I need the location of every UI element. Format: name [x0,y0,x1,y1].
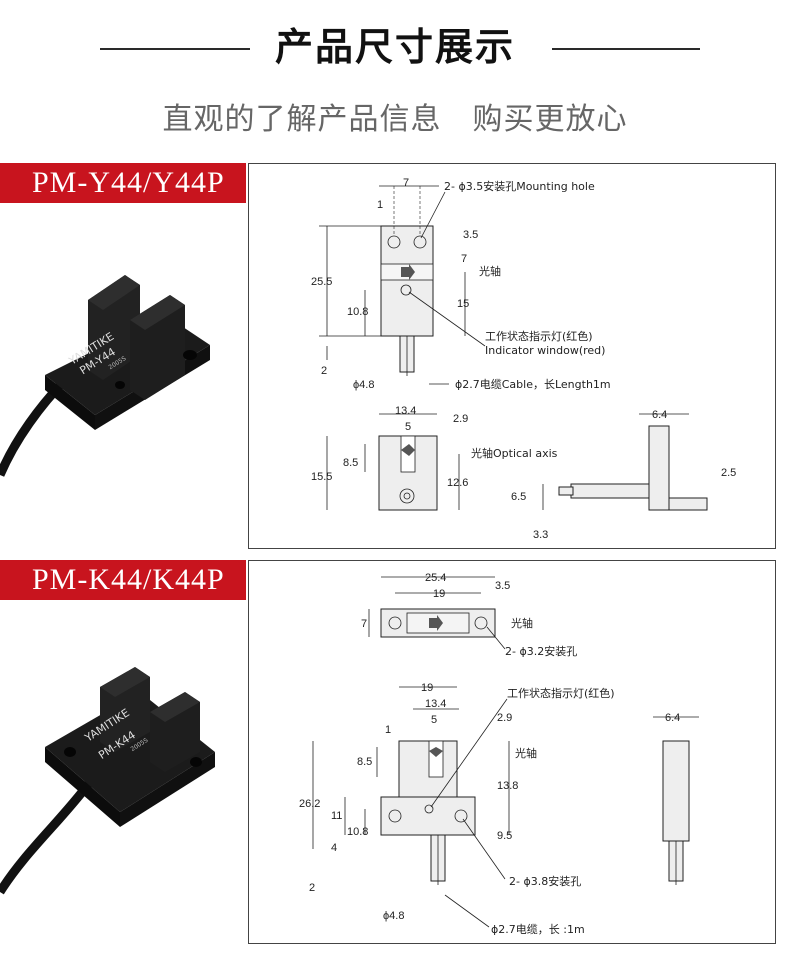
dim-2-5: 2.5 [721,467,736,479]
dim-3-5: 3.5 [463,229,478,241]
label-indicator-en: Indicator window(red) [485,344,605,357]
label-hole-3-2: 2- ϕ3.2安装孔 [505,644,577,658]
label-indicator-cn: 工作状态指示灯(红色) [485,329,593,343]
dim-cable-dia: ϕ4.8 [353,379,374,391]
label-hole-3-8: 2- ϕ3.8安装孔 [509,874,581,888]
label-indicator: 工作状态指示灯(红色) [507,686,615,700]
dim-8-5: 8.5 [357,756,372,768]
dim-5: 5 [431,714,437,726]
dim-13-4: 13.4 [395,405,416,417]
dim-9-5: 9.5 [497,830,512,842]
dim-10-8: 10.8 [347,306,368,318]
title-rule-left [100,48,250,50]
dim-26-2: 26.2 [299,798,320,810]
dim-25-5: 25.5 [311,276,332,288]
mount-hole-left-icon [387,235,401,249]
dim-13-8: 13.8 [497,780,518,792]
model-tag-k44: PM-K44/K44P [0,560,246,600]
dim-7b: 7 [461,253,467,265]
dim-8-5: 8.5 [343,457,358,469]
optical-axis-arrow-icon [401,264,415,280]
page-subtitle: 直观的了解产品信息 购买更放心 [162,102,628,137]
dim-1: 1 [385,724,391,736]
label-optical-axis: 光轴 [479,264,501,278]
product-photo-k44: YAMITIKE PM-K44 2005S [0,602,246,952]
label-axis-2: 光轴 [515,746,537,760]
label-cable: ϕ2.7电缆，长 :1m [491,923,585,936]
dim-3-5: 3.5 [495,580,510,592]
section-header: 产品尺寸展示 [0,10,790,70]
indicator-window-icon [400,284,412,296]
label-cable: ϕ2.7电缆Cable，长Length1m [455,378,611,391]
label-optical-axis-2: 光轴Optical axis [471,446,558,460]
label-axis: 光轴 [511,616,533,630]
sensor-front-body [380,225,434,337]
dim-12-6: 12.6 [447,477,468,489]
dim-7: 7 [403,177,409,189]
dim-10-8: 10.8 [347,826,368,838]
dim-3-3: 3.3 [533,529,548,541]
mount-hole-right-icon [413,235,427,249]
label-mounting-hole: 2- ϕ3.5安装孔Mounting hole [444,179,595,193]
title-rule-right [552,48,700,50]
dim-11: 11 [331,810,342,822]
dim-6-4: 6.4 [652,409,667,421]
dim-4: 4 [331,842,337,854]
dim-13-4: 13.4 [425,698,446,710]
dim-7: 7 [361,618,367,630]
product-photo-y44: YAMITIKE PM-Y44 2005S [0,205,246,545]
dim-6-4: 6.4 [665,712,680,724]
dim-2-9: 2.9 [453,413,468,425]
dim-6-5: 6.5 [511,491,526,503]
dim-2: 2 [309,882,315,894]
dim-19b: 19 [421,682,433,694]
dim-cable-dia: ϕ4.8 [383,910,404,922]
dimension-diagram-y44: 25.5 10.8 2 15 3.5 7 光轴 7 1 2- ϕ3.5安装孔Mo… [248,163,776,549]
dim-15: 15 [457,298,469,310]
dim-15-5: 15.5 [311,471,332,483]
dim-25-4: 25.4 [425,572,446,584]
dim-1: 1 [377,199,383,211]
page-title: 产品尺寸展示 [274,25,515,69]
dim-5: 5 [405,421,411,433]
model-tag-y44: PM-Y44/Y44P [0,163,246,203]
dimension-diagram-k44: 25.4 3.5 19 7 光轴 2- ϕ3.2安装孔 19 工作状态指示灯(红… [248,560,776,944]
dim-2-9: 2.9 [497,712,512,724]
dim-2: 2 [321,365,327,377]
dim-19: 19 [433,588,445,600]
